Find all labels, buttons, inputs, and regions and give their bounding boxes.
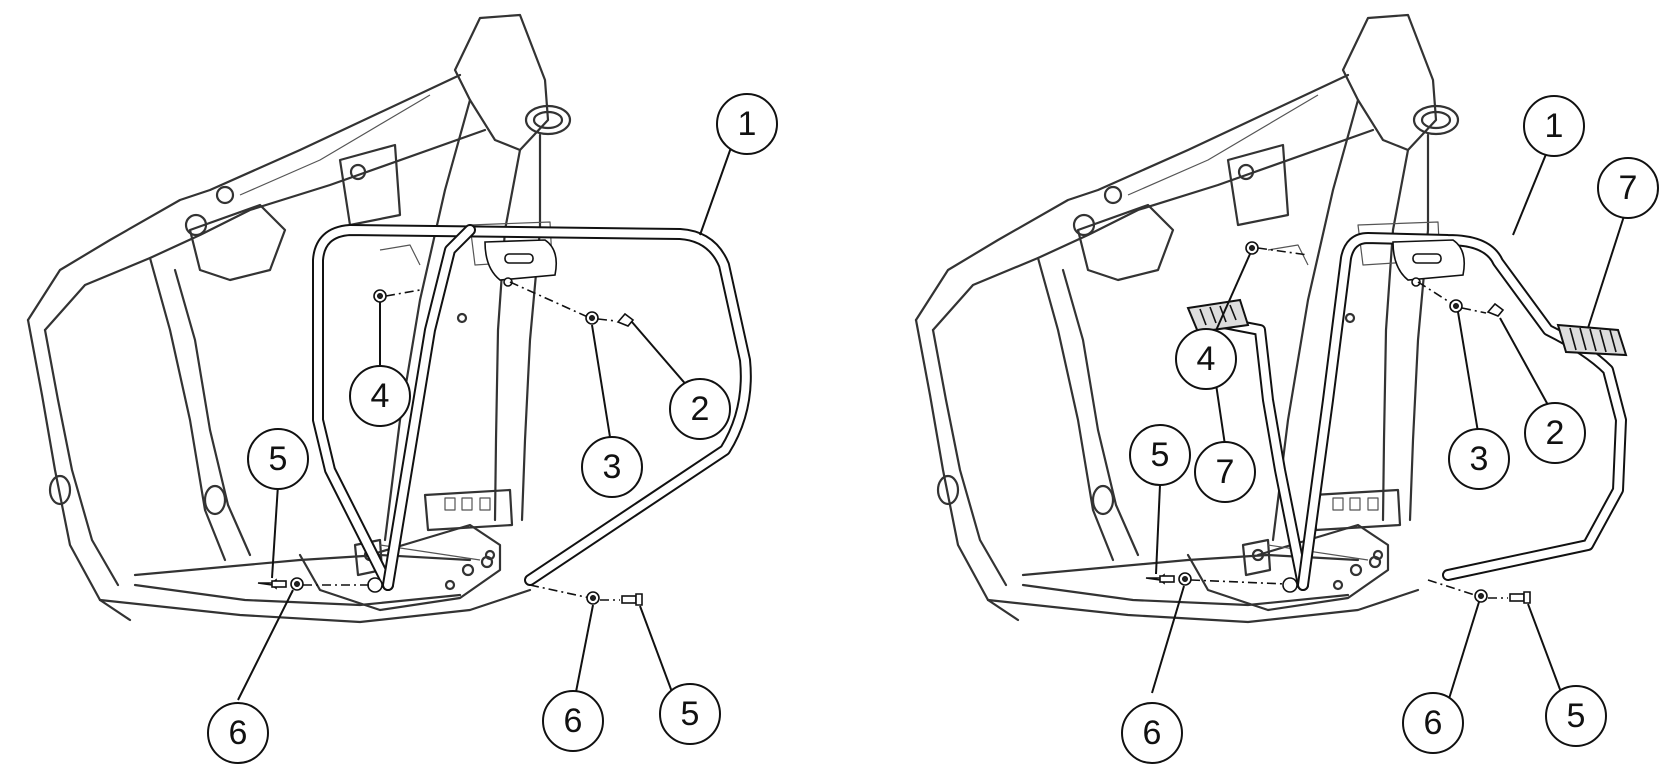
callouts-right: 1 7 4 2 3 5 7: [1121, 95, 1659, 764]
highway-peg-inner: [1186, 298, 1250, 334]
svg-text:2: 2: [1546, 414, 1565, 452]
hardware-left-view: [257, 281, 643, 606]
svg-text:1: 1: [738, 105, 757, 143]
leader-lines-right: [1151, 141, 1626, 703]
svg-text:6: 6: [229, 714, 248, 752]
callout-3-right: 3: [1448, 428, 1510, 490]
callouts-left: 1 2 3 4 5 6 6: [207, 93, 778, 764]
svg-text:6: 6: [564, 702, 583, 740]
left-view: 1 2 3 4 5 6 6: [26, 13, 778, 764]
callout-5-right-right: 5: [1545, 685, 1607, 747]
right-view: 1 7 4 2 3 5 7: [914, 13, 1659, 764]
motorcycle-frame-left: [26, 13, 572, 624]
callout-4-right: 4: [1175, 328, 1237, 390]
svg-text:3: 3: [603, 448, 622, 486]
callout-6-right-lower: 6: [1121, 702, 1183, 764]
callout-2-right: 2: [1524, 402, 1586, 464]
svg-text:2: 2: [691, 390, 710, 428]
engine-guard-right-view: [1186, 232, 1628, 593]
svg-text:6: 6: [1424, 704, 1443, 742]
callout-1-right: 1: [1523, 95, 1585, 157]
svg-text:5: 5: [269, 440, 288, 478]
svg-text:3: 3: [1470, 440, 1489, 478]
callout-5-left-upper: 5: [247, 428, 309, 490]
callout-2-left: 2: [669, 378, 731, 440]
highway-peg-outer: [1556, 323, 1628, 357]
svg-text:5: 5: [681, 695, 700, 733]
callout-3-left: 3: [581, 436, 643, 498]
svg-text:1: 1: [1545, 107, 1564, 145]
callout-5-left-right: 5: [659, 683, 721, 745]
engine-guard-left-view: [312, 224, 752, 593]
callout-6-left-lower: 6: [207, 702, 269, 764]
svg-text:7: 7: [1619, 169, 1638, 207]
callout-6-right-right: 6: [1402, 692, 1464, 754]
callout-7-right-inner: 7: [1194, 441, 1256, 503]
svg-text:5: 5: [1151, 436, 1170, 474]
svg-text:5: 5: [1567, 697, 1586, 735]
callout-4-left: 4: [349, 365, 411, 427]
hardware-right-view: [1145, 241, 1531, 604]
svg-text:6: 6: [1143, 714, 1162, 752]
callout-6-left-right: 6: [542, 690, 604, 752]
callout-1-left: 1: [716, 93, 778, 155]
svg-text:4: 4: [1197, 340, 1216, 378]
motorcycle-frame-right: [914, 13, 1460, 624]
callout-5-right-upper: 5: [1129, 424, 1191, 486]
svg-text:7: 7: [1216, 453, 1235, 491]
callout-7-right-outer: 7: [1597, 157, 1659, 219]
svg-text:4: 4: [371, 377, 390, 415]
